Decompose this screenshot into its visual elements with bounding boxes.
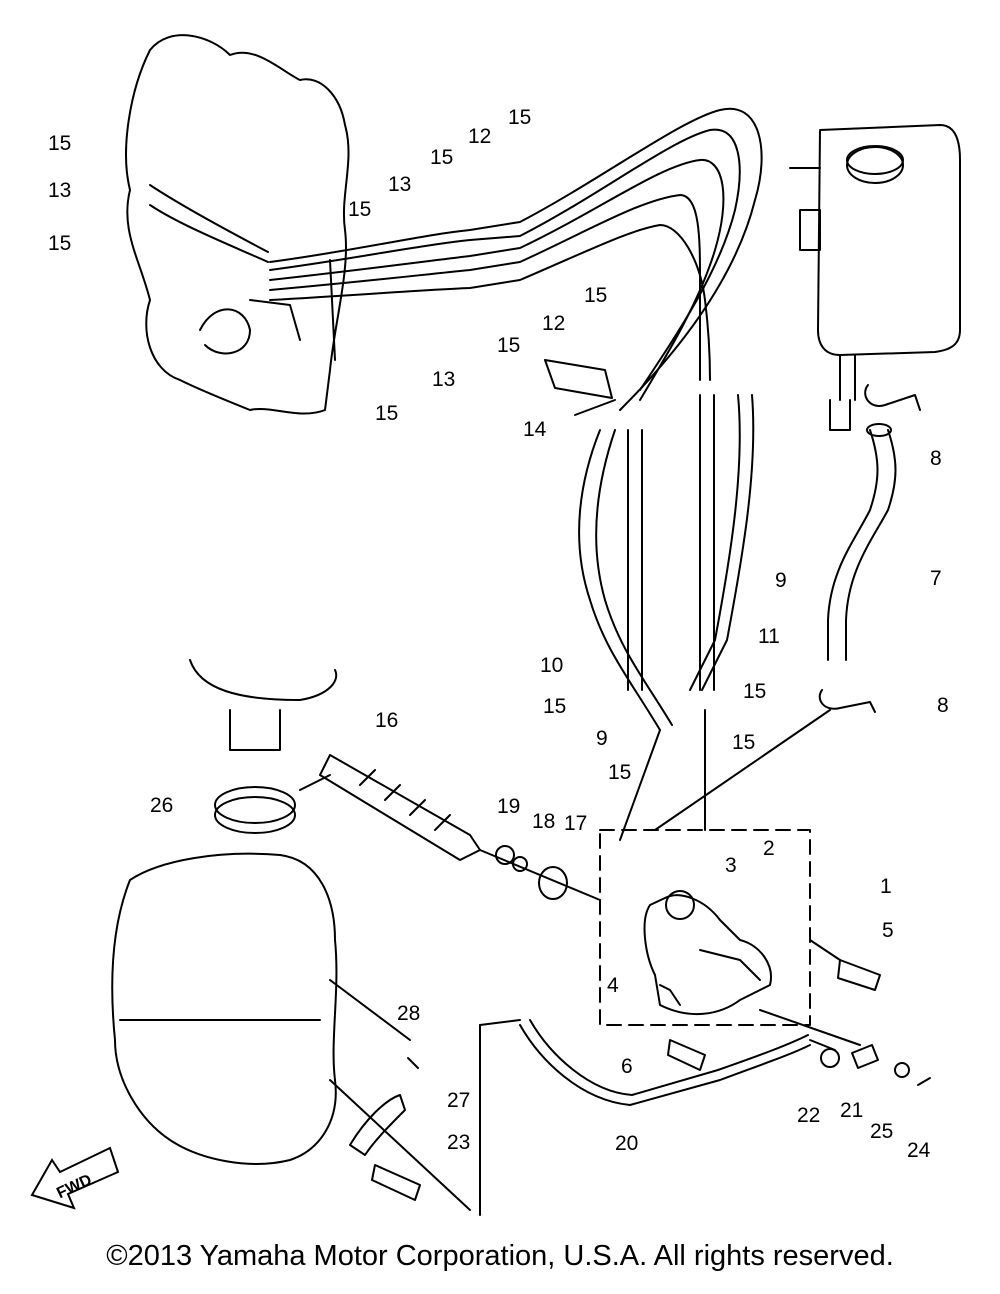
hose-10 [578,429,661,731]
callout-18: 18 [532,810,555,833]
callout-16: 16 [375,709,398,732]
callout-27: 27 [447,1089,470,1112]
callout-5: 5 [882,919,894,942]
callout-28: 28 [397,1002,420,1025]
plunger-23 [371,1164,421,1201]
callout-12b: 12 [542,312,565,335]
upper-component [189,659,338,701]
lever-27 [349,1094,406,1156]
callout-15-f: 15 [508,106,531,129]
oil-pipe-bundle [269,107,763,411]
oil-tank [817,124,961,356]
callout-13c: 13 [432,368,455,391]
fitting-6 [667,1039,706,1071]
callout-15-k: 15 [732,731,755,754]
callout-8b: 8 [937,694,949,717]
callout-11: 11 [758,625,780,648]
callout-13a: 13 [48,179,71,202]
callout-15-d: 15 [375,402,398,425]
callout-15-l: 15 [608,761,631,784]
callout-21: 21 [840,1099,863,1122]
hose-7 [827,429,879,661]
callout-2: 2 [763,837,775,860]
callout-12a: 12 [468,125,491,148]
callout-8a: 8 [930,447,942,470]
parts-diagram: FWD 1 2 3 4 5 6 7 8 8 9 9 10 11 12 12 13… [30,34,961,1216]
callout-15-c: 15 [348,198,371,221]
oil-pump-box [599,829,811,1026]
callout-10: 10 [540,654,563,677]
callout-14: 14 [523,418,547,441]
pin-24 [917,1077,931,1086]
clamp-8-upper [864,384,921,411]
joint-21 [851,1044,879,1069]
callout-9a: 9 [775,569,787,592]
callout-15-h: 15 [497,334,520,357]
clamp-8-lower [818,689,876,713]
callout-3: 3 [725,854,737,877]
callout-22: 22 [797,1104,820,1127]
pin-28 [407,1057,419,1069]
washer-19 [495,845,515,865]
nut-22 [820,1048,840,1068]
callout-25: 25 [870,1120,893,1143]
callout-6: 6 [621,1055,633,1078]
hose-20 [519,1024,811,1106]
copyright-notice: ©2013 Yamaha Motor Corporation, U.S.A. A… [106,1240,894,1272]
callout-1: 1 [880,875,892,898]
callout-15-e: 15 [430,146,453,169]
upper-engine-block [125,34,350,415]
callout-9b: 9 [596,727,608,750]
callout-15-g: 15 [584,284,607,307]
washer-25 [894,1062,910,1078]
callout-labels: 1 2 3 4 5 6 7 8 8 9 9 10 11 12 12 13 13 … [48,106,949,1162]
callout-15-i: 15 [543,695,566,718]
callout-23: 23 [447,1131,470,1154]
seal-17 [538,866,568,900]
callout-7: 7 [930,567,942,590]
callout-24: 24 [907,1139,931,1162]
callout-4: 4 [607,974,619,997]
callout-19: 19 [497,795,520,818]
callout-15-b: 15 [48,232,71,255]
bracket-14 [544,359,613,399]
gear-26 [214,786,296,824]
callout-15-j: 15 [743,680,766,703]
callout-17: 17 [564,812,587,835]
oil-pump [643,894,772,1016]
callout-20: 20 [615,1132,638,1155]
fwd-arrow: FWD [30,1146,120,1210]
callout-15-a: 15 [48,132,71,155]
callout-26: 26 [150,794,173,817]
hose-9-right [689,394,741,691]
lower-engine-block [111,852,338,1165]
drive-gear-16 [319,754,481,861]
fitting-5 [837,959,881,991]
callout-13b: 13 [388,173,411,196]
